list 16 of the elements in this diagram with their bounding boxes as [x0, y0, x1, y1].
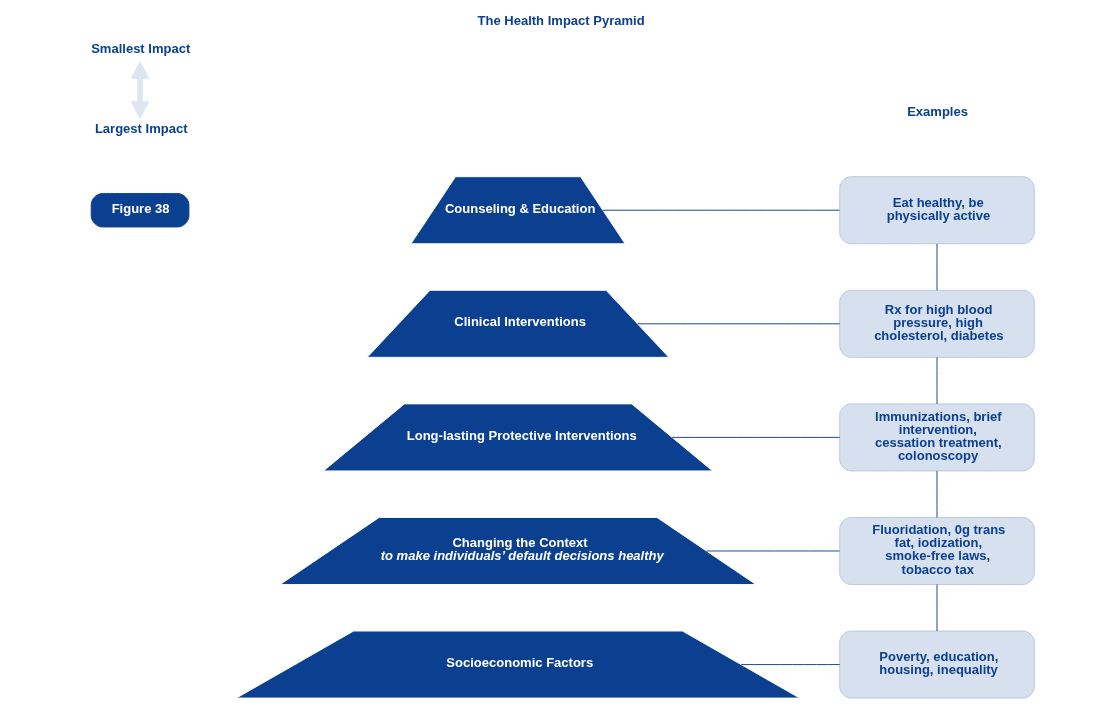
- node-box: Rx for high blood pressure, high cholesterol, diabetes: [838, 289, 1035, 358]
- node-text: Largest Impact: [94, 120, 187, 136]
- connector: [671, 436, 840, 438]
- connector: [705, 550, 840, 552]
- node-text: Smallest Impact: [90, 40, 190, 56]
- node-box: Eat healthy, be physically active: [838, 176, 1035, 245]
- node-box: Fluoridation, 0g trans fat, iodization, smoke-free laws, tobacco tax: [838, 517, 1035, 585]
- connector: [601, 209, 840, 211]
- node-box: Immunizations, brief intervention, cessation treatment, colonoscopy: [838, 403, 1035, 472]
- label: Examples: [906, 103, 968, 119]
- node-box: Poverty, education, housing, inequality: [838, 630, 1035, 699]
- diagram-title: The Health Impact Pyramid: [477, 13, 645, 29]
- connector: [740, 664, 840, 666]
- node-box: Figure 38: [90, 193, 189, 228]
- connector: [636, 323, 840, 325]
- arrow: [130, 60, 150, 120]
